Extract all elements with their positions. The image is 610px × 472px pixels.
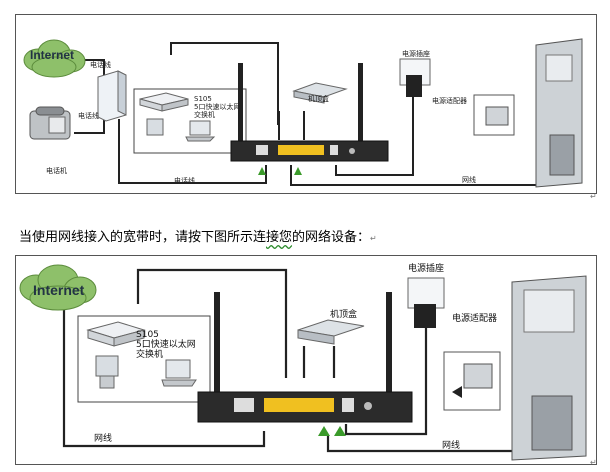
section-caption: 当使用网线接入的宽带时，请按下图所示连接您的网络设备：↵: [19, 226, 377, 245]
internet-cloud: [19, 264, 97, 311]
caption-text-after: 的网络设备：: [292, 230, 371, 245]
diagram-drawing-1: [23, 38, 583, 188]
router-antenna-left: [238, 63, 243, 143]
internet-cloud: [23, 39, 86, 78]
internet-label: Internet: [33, 282, 85, 298]
ethernet-switch: [139, 92, 189, 112]
switch-client-pc: [95, 355, 197, 389]
power-socket-label: 电源插座: [402, 50, 430, 58]
set-top-box: [297, 319, 365, 345]
cable-switch-to-router: [170, 42, 279, 125]
set-top-box-label: 机顶盒: [330, 310, 358, 320]
return-mark: ↵: [370, 234, 377, 243]
adsl-modem: [97, 70, 127, 122]
power-socket: [399, 58, 431, 97]
rj45-plug-inset: [443, 351, 501, 411]
return-mark: ↵: [590, 458, 597, 467]
arrow-up-icon: [294, 167, 302, 175]
cable-internet-to-router: [62, 306, 266, 448]
diagram-drawing-2: [19, 264, 587, 461]
switch-desc-label-2: 交换机: [136, 350, 164, 360]
caption-text-before: 当使用网线接入的宽带时，请按下图所示连: [19, 230, 267, 245]
switch-desc-label-1: 5口快速以太网: [136, 340, 196, 350]
cable-modem-to-router: [118, 119, 267, 184]
cable-router-to-pc: [290, 164, 557, 186]
power-socket: [407, 277, 445, 328]
power-adapter-label: 电源适配器: [452, 314, 498, 324]
cable-switch-to-router: [136, 268, 288, 378]
cable-phone-to-modem: [74, 119, 105, 134]
phone-line-label-top: 电话线: [90, 61, 111, 69]
wireless-router: [197, 391, 413, 423]
pc-tower: [511, 275, 587, 461]
caption-text-flagged: 接您: [266, 230, 293, 245]
network-cable-label-left: 网线: [94, 434, 113, 444]
internet-label: Internet: [30, 48, 75, 62]
rj45-plug-inset: [473, 94, 515, 136]
cable-power-to-router: [344, 326, 428, 436]
router-antenna-right: [386, 292, 392, 396]
switch-desc-label-2: 交换机: [194, 111, 215, 119]
diagram-panel-ethernet: Internet S105 5口快速以太网 交换机 机顶盒 电源插座 电源适配器…: [15, 255, 597, 465]
telephone-label: 电话机: [46, 167, 67, 175]
telephone: [29, 106, 71, 140]
switch-model-label: S105: [136, 330, 159, 340]
power-socket-label: 电源插座: [408, 264, 445, 274]
power-adapter-label: 电源适配器: [432, 97, 467, 105]
wireless-router: [230, 140, 389, 162]
phone-line-label-mid: 电话线: [78, 112, 99, 120]
pc-tower: [535, 38, 583, 188]
switch-model-label: S105: [194, 95, 212, 103]
switch-desc-label-1: 5口快速以太网: [194, 103, 241, 111]
set-top-box-label: 机顶盒: [308, 95, 329, 103]
network-cable-label-right: 网线: [442, 441, 461, 451]
arrow-up-icon: [334, 426, 346, 436]
ethernet-switch: [86, 321, 146, 347]
network-cable-label: 网线: [462, 176, 476, 184]
router-antenna-left: [214, 292, 220, 396]
phone-line-label-bottom: 电话线: [174, 177, 195, 185]
cable-internet-to-modem: [78, 59, 105, 77]
arrow-up-icon: [318, 426, 330, 436]
router-antenna-right: [358, 63, 363, 143]
diagram-panel-phone-line: Internet 电话线 电话线 电话机 电话线 S105 5口快速以太网 交换…: [15, 14, 597, 194]
set-top-box: [292, 82, 348, 104]
cable-power-to-router: [335, 97, 414, 176]
arrow-up-icon: [258, 167, 266, 175]
switch-client-pc: [146, 118, 216, 142]
return-mark: ↵: [590, 192, 597, 201]
